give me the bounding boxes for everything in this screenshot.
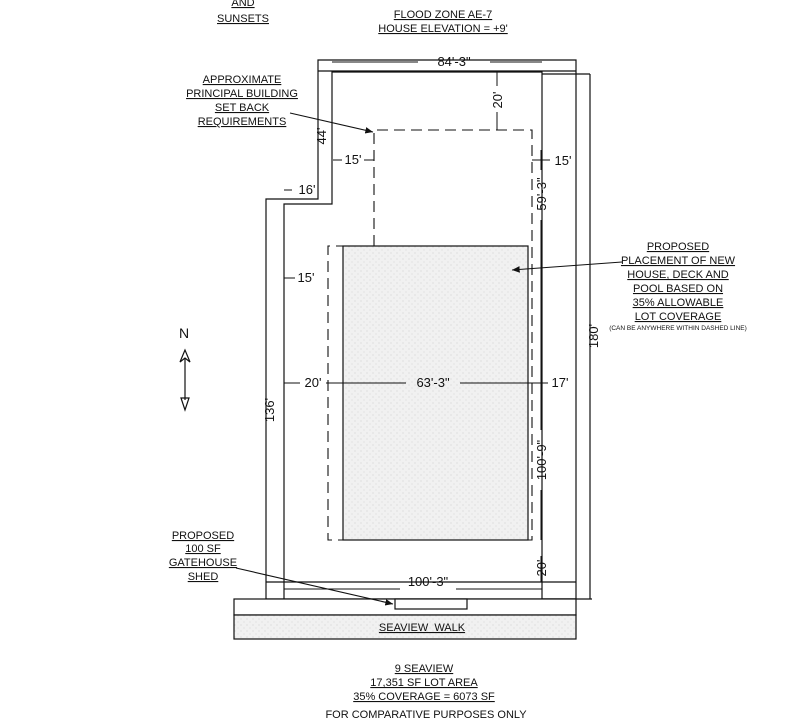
- dim-right-upper-depth: 59'-3": [534, 177, 549, 211]
- gatehouse-annotation: PROPOSED 100 SF GATEHOUSE SHED: [169, 530, 237, 583]
- seaview-walk: [233, 598, 577, 640]
- proposed-house-line5: 35% ALLOWABLE: [633, 297, 724, 309]
- setback-annotation-line4: REQUIREMENTS: [198, 116, 287, 128]
- proposed-house-note: (CAN BE ANYWHERE WITHIN DASHED LINE): [609, 325, 747, 332]
- dim-left-notch-width: 16': [299, 182, 316, 197]
- header-top-left-line1: AND: [231, 0, 254, 9]
- dim-top-width: 84'-3": [437, 54, 471, 69]
- dimension-lines: [284, 61, 550, 590]
- setback-annotation-line3: SET BACK: [215, 102, 270, 114]
- dim-rear-setback: 20': [534, 560, 549, 577]
- dim-overall-depth: 180': [586, 324, 601, 348]
- dim-building-width: 63'-3": [416, 375, 450, 390]
- dim-bottom-width: 100'-3": [408, 574, 449, 589]
- proposed-house-annotation: PROPOSED PLACEMENT OF NEW HOUSE, DECK AN…: [609, 241, 747, 332]
- dim-left-depth: 136': [262, 398, 277, 422]
- flood-zone: FLOOD ZONE AE-7: [394, 9, 492, 21]
- house-elevation: HOUSE ELEVATION = +9': [378, 23, 507, 35]
- dim-left-notch-height: 44': [314, 128, 329, 145]
- gatehouse-shed: [394, 598, 468, 610]
- setback-dashed-line: [327, 129, 533, 541]
- dim-building-depth: 100'-9": [534, 439, 549, 480]
- dim-side-setback-right-upper: 15': [555, 153, 572, 168]
- proposed-house-line2: PLACEMENT OF NEW: [621, 255, 736, 267]
- setback-annotation: APPROXIMATE PRINCIPAL BUILDING SET BACK …: [186, 74, 298, 128]
- proposed-house-line1: PROPOSED: [647, 241, 709, 253]
- footer-address: 9 SEAVIEW: [395, 663, 454, 675]
- header-top-left-line2: SUNSETS: [217, 13, 269, 25]
- footer-note: FOR COMPARATIVE PURPOSES ONLY: [325, 709, 527, 720]
- leader-lines: [235, 112, 623, 606]
- proposed-house-line3: HOUSE, DECK AND: [627, 269, 729, 281]
- dim-front-setback: 20': [490, 92, 505, 109]
- street-name: SEAVIEW WALK: [379, 622, 466, 634]
- dim-side-setback-left-mid: 15': [298, 270, 315, 285]
- proposed-house-line6: LOT COVERAGE: [635, 311, 722, 323]
- north-label: N: [179, 325, 189, 341]
- gatehouse-line3: GATEHOUSE: [169, 557, 237, 569]
- proposed-house-line4: POOL BASED ON: [633, 283, 723, 295]
- footer-coverage: 35% COVERAGE = 6073 SF: [353, 691, 495, 703]
- gatehouse-line2: 100 SF: [185, 543, 221, 555]
- setback-annotation-line2: PRINCIPAL BUILDING: [186, 88, 298, 100]
- gatehouse-line4: SHED: [188, 571, 219, 583]
- dim-left-setback: 20': [305, 375, 322, 390]
- footer-lot-area: 17,351 SF LOT AREA: [370, 677, 478, 689]
- north-arrow-icon: [179, 348, 191, 412]
- dim-right-setback: 17': [552, 375, 569, 390]
- gatehouse-line1: PROPOSED: [172, 530, 234, 542]
- proposed-building-area: [342, 245, 529, 541]
- dim-side-setback-left-upper: 15': [345, 152, 362, 167]
- setback-annotation-line1: APPROXIMATE: [203, 74, 282, 86]
